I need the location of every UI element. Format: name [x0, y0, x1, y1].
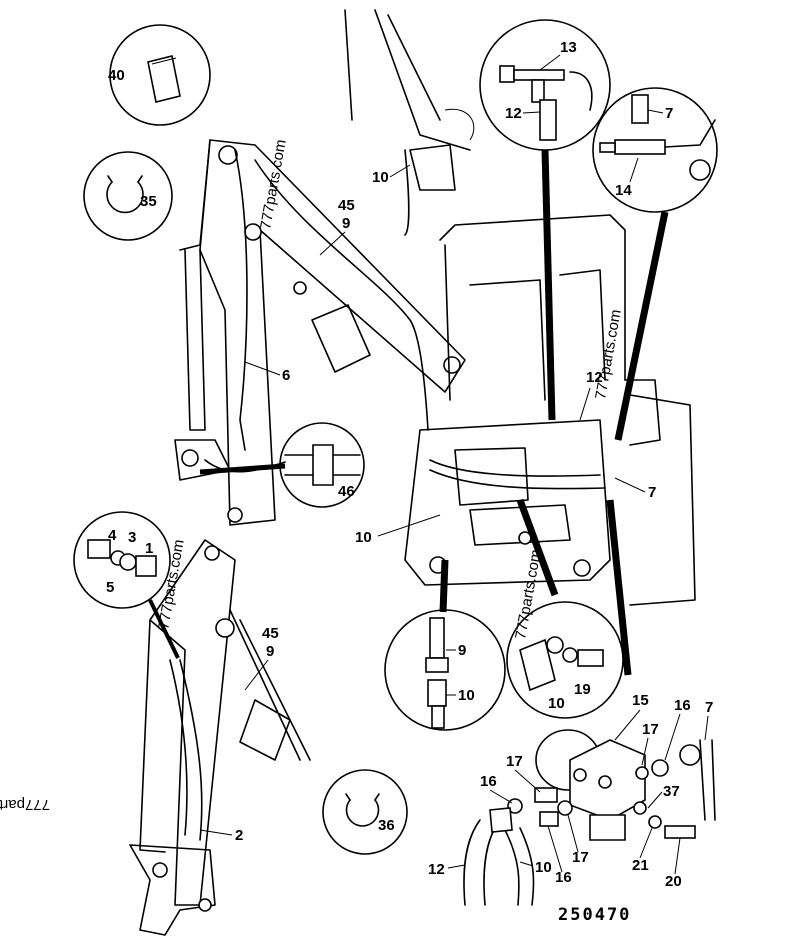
callout-21: 21	[632, 857, 649, 874]
detail-tee-13: 13 12	[479, 19, 611, 421]
callout-46: 46	[338, 483, 355, 500]
callout-36: 36	[378, 817, 395, 834]
detail-connector-14: 7 14	[592, 87, 718, 441]
tractor-body: 777parts.com 12 7 10 777parts.com	[355, 214, 696, 641]
callout-1: 1	[145, 540, 153, 557]
callout-17b: 17	[506, 753, 523, 770]
callout-15: 15	[632, 692, 649, 709]
boom-assembly: 45 9 6 777parts.com	[174, 138, 466, 526]
callout-10a: 10	[372, 169, 389, 186]
dipper-arm: 777parts.com 45 9 2	[129, 538, 311, 936]
callout-19: 19	[574, 681, 591, 698]
callout-7c: 7	[705, 699, 713, 716]
drawing-number: 250470	[558, 905, 631, 925]
callout-12a: 12	[505, 105, 522, 122]
callout-10e: 10	[535, 859, 552, 876]
callout-12c: 12	[428, 861, 445, 878]
callout-20: 20	[665, 873, 682, 890]
valve-block-assembly: 15 16 7 17 17 16 37 17 16 21 20 12 10	[428, 692, 716, 906]
callout-35: 35	[140, 193, 157, 210]
callout-16a: 16	[674, 697, 691, 714]
callout-12b: 12	[586, 369, 603, 386]
detail-clip-46: 46	[279, 422, 365, 508]
callout-9b: 9	[266, 643, 274, 660]
callout-45a: 45	[338, 197, 355, 214]
callout-17a: 17	[642, 721, 659, 738]
callout-10d: 10	[548, 695, 565, 712]
callout-16c: 16	[555, 869, 572, 886]
callout-10c: 10	[458, 687, 475, 704]
callout-2: 2	[235, 827, 243, 844]
dipper-cylinder-top: 10	[344, 9, 475, 236]
callout-13: 13	[560, 39, 577, 56]
callout-16b: 16	[480, 773, 497, 790]
callout-9a: 9	[342, 215, 350, 232]
callout-5: 5	[106, 579, 114, 596]
detail-bracket-19: 19 10	[506, 601, 624, 719]
callout-3: 3	[128, 529, 136, 546]
watermark-mirrored: 777part	[0, 796, 50, 813]
callout-7b: 7	[648, 484, 656, 501]
callout-9c: 9	[458, 642, 466, 659]
detail-leaders	[199, 463, 632, 676]
callout-45b: 45	[262, 625, 279, 642]
callout-7a: 7	[665, 105, 673, 122]
callout-40: 40	[108, 67, 125, 84]
detail-circlip-35: 35	[83, 151, 173, 241]
detail-hose-adaptor: 9 10	[384, 609, 506, 731]
callout-6: 6	[282, 367, 290, 384]
watermark-4: 777parts.com	[155, 538, 188, 630]
detail-circlip-36: 36	[322, 769, 408, 855]
callout-14: 14	[615, 182, 632, 199]
watermark-2: 777parts.com	[592, 308, 625, 400]
callout-17c: 17	[572, 849, 589, 866]
callout-37: 37	[663, 783, 680, 800]
callout-4: 4	[108, 527, 117, 544]
callout-10b: 10	[355, 529, 372, 546]
detail-bolt-stack: 4 3 1 5	[73, 511, 180, 659]
detail-manual: 40	[108, 24, 211, 126]
